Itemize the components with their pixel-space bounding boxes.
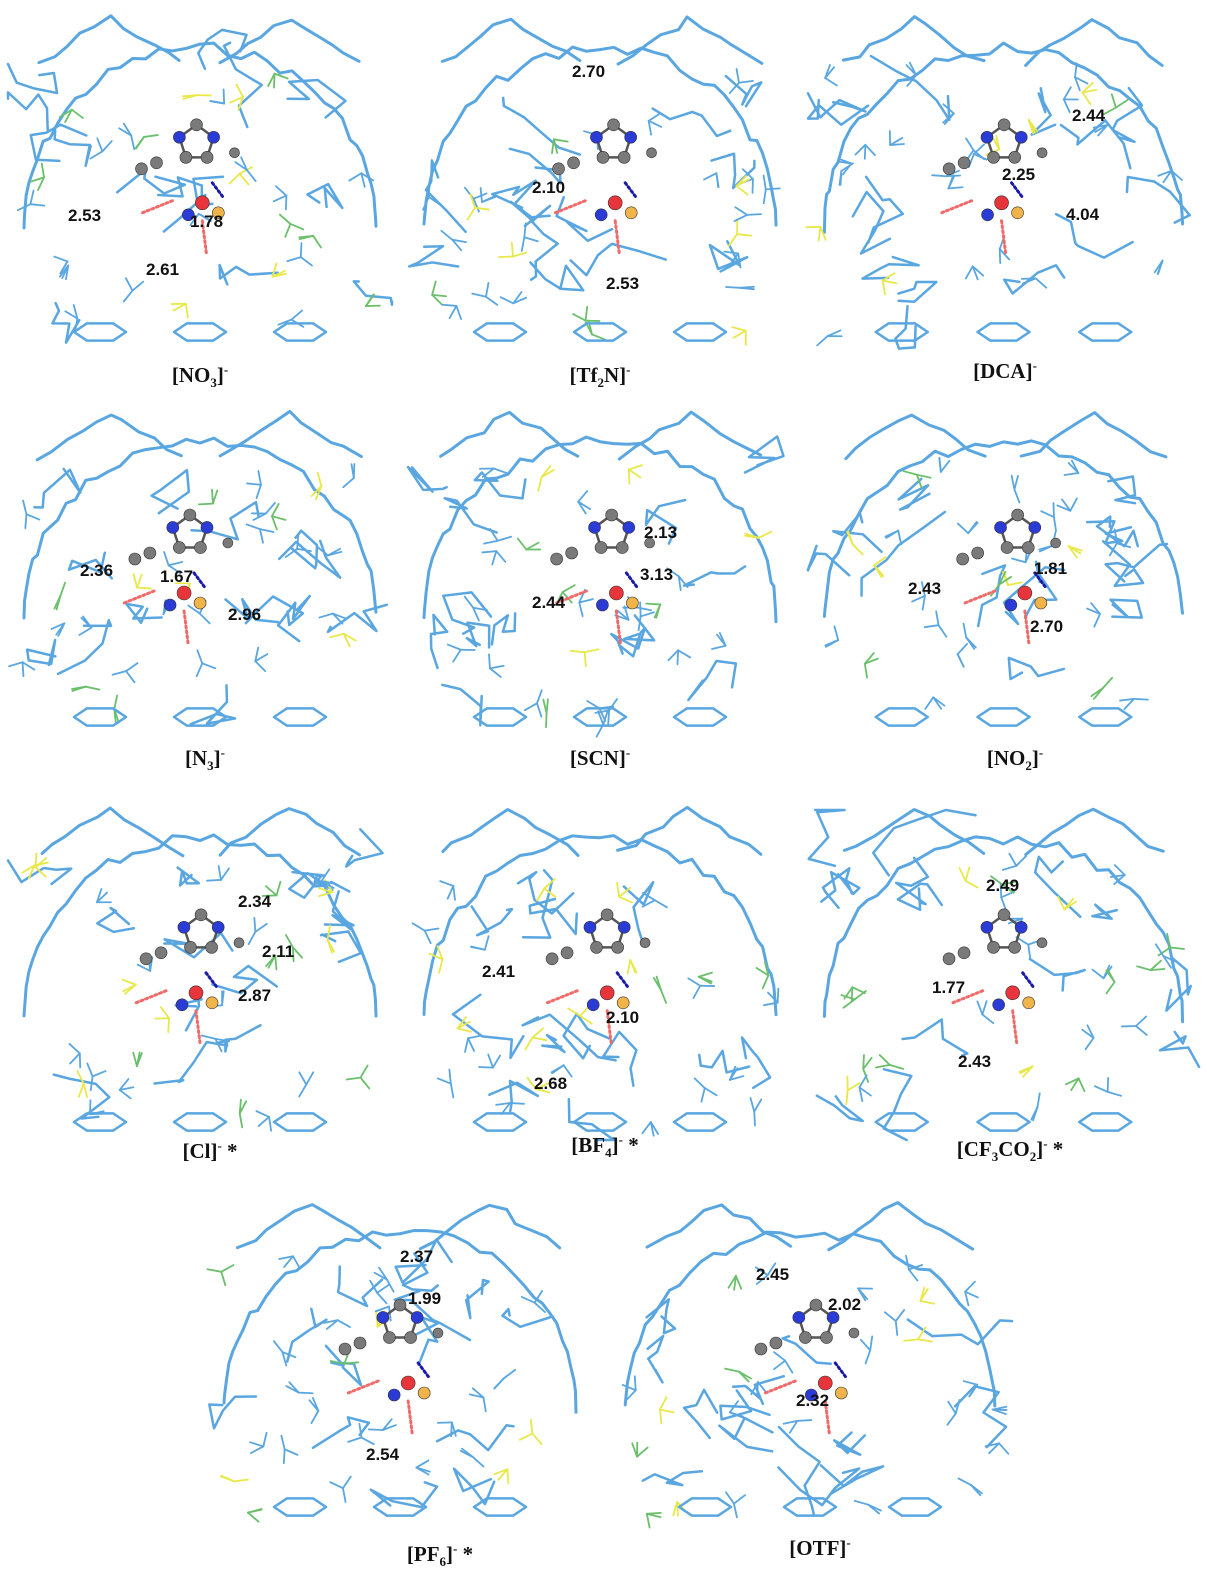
panel-no3: 2.53 1.78 2.61 [NO3]-	[0, 0, 400, 400]
distance-label: 2.02	[828, 1295, 862, 1314]
distance-label: 2.54	[366, 1445, 400, 1464]
distance-label: 2.70	[1030, 617, 1064, 636]
distance-label: 3.13	[640, 565, 674, 584]
distance-label: 2.41	[482, 962, 516, 981]
distance-label: 2.96	[228, 605, 262, 624]
distance-label: 2.43	[958, 1052, 992, 1071]
distance-label: 4.04	[1066, 205, 1100, 224]
distance-label: 1.67	[160, 567, 194, 586]
panel-no2: 2.43 1.81 2.70 [NO2]-	[800, 395, 1207, 790]
cage-structure-icon	[411, 805, 780, 1142]
panel-cf3co2: 2.49 1.77 2.43 [CF3CO2]- *	[800, 790, 1207, 1185]
distance-label: 2.87	[238, 986, 272, 1005]
panel-caption: [NO2]-	[986, 745, 1044, 774]
cage-structure-icon	[407, 15, 781, 346]
cage-structure-icon	[6, 806, 384, 1132]
distance-label: 2.49	[986, 876, 1020, 895]
cage-structure-icon	[621, 1201, 1014, 1529]
distance-label: 2.10	[606, 1008, 640, 1027]
distance-label: 2.25	[1002, 165, 1036, 184]
panel-scn: 2.13 3.13 2.44 [SCN]-	[400, 395, 800, 790]
panel-caption: [N3]-	[184, 745, 225, 774]
distance-label: 2.34	[238, 892, 272, 911]
panel-caption: [CF3CO2]- *	[956, 1136, 1064, 1165]
distance-label: 2.43	[908, 579, 942, 598]
distance-label: 2.53	[68, 206, 102, 225]
panel-dca: 2.44 2.25 4.04 [DCA]-	[800, 0, 1207, 400]
panel-caption: [OTF]-	[789, 1535, 851, 1560]
panel-caption: [NO3]-	[171, 362, 229, 391]
panel-caption: [BF4]- *	[571, 1132, 639, 1161]
distance-label: 2.45	[756, 1265, 790, 1284]
panel-n3: 2.36 1.67 2.96 [N3]-	[0, 395, 400, 790]
distance-label: 1.99	[408, 1289, 442, 1308]
panel-pf6: 2.37 1.99 2.54 [PF6]- *	[200, 1185, 600, 1574]
panel-caption: [PF6]- *	[406, 1541, 474, 1570]
cage-structure-icon	[406, 410, 785, 738]
cage-structure-icon	[805, 15, 1192, 350]
cage-structure-icon	[806, 411, 1185, 727]
distance-label: 2.13	[644, 523, 678, 542]
distance-label: 2.70	[572, 62, 606, 81]
distance-label: 2.44	[532, 593, 566, 612]
cage-structure-icon	[206, 1203, 578, 1523]
panel-otf: 2.45 2.02 2.32 [OTF]-	[600, 1185, 1020, 1574]
distance-label: 2.11	[262, 942, 295, 961]
cage-structure-icon	[6, 14, 394, 344]
distance-label: 2.61	[146, 260, 180, 279]
panel-cl: 2.34 2.11 2.87 [Cl]- *	[0, 790, 400, 1185]
panel-tf2n: 2.70 2.10 2.53 [Tf2N]-	[400, 0, 800, 400]
cage-structure-icon	[8, 409, 389, 727]
cage-structure-icon	[807, 807, 1201, 1142]
panel-caption: [SCN]-	[569, 745, 631, 770]
distance-label: 1.77	[932, 978, 966, 997]
distance-label: 2.37	[400, 1247, 434, 1266]
distance-label: 2.68	[534, 1074, 568, 1093]
distance-label: 2.10	[532, 178, 566, 197]
distance-label: 2.44	[1072, 106, 1106, 125]
distance-label: 2.32	[796, 1391, 830, 1410]
distance-label: 2.53	[606, 274, 640, 293]
distance-label: 1.81	[1034, 559, 1068, 578]
panel-bf4: 2.41 2.10 2.68 [BF4]- *	[400, 790, 800, 1185]
distance-label: 1.78	[190, 212, 224, 231]
panel-caption: [Cl]- *	[182, 1138, 238, 1163]
distance-label: 2.36	[80, 561, 114, 580]
panel-caption: [DCA]-	[973, 358, 1037, 383]
panel-caption: [Tf2N]-	[569, 362, 631, 391]
